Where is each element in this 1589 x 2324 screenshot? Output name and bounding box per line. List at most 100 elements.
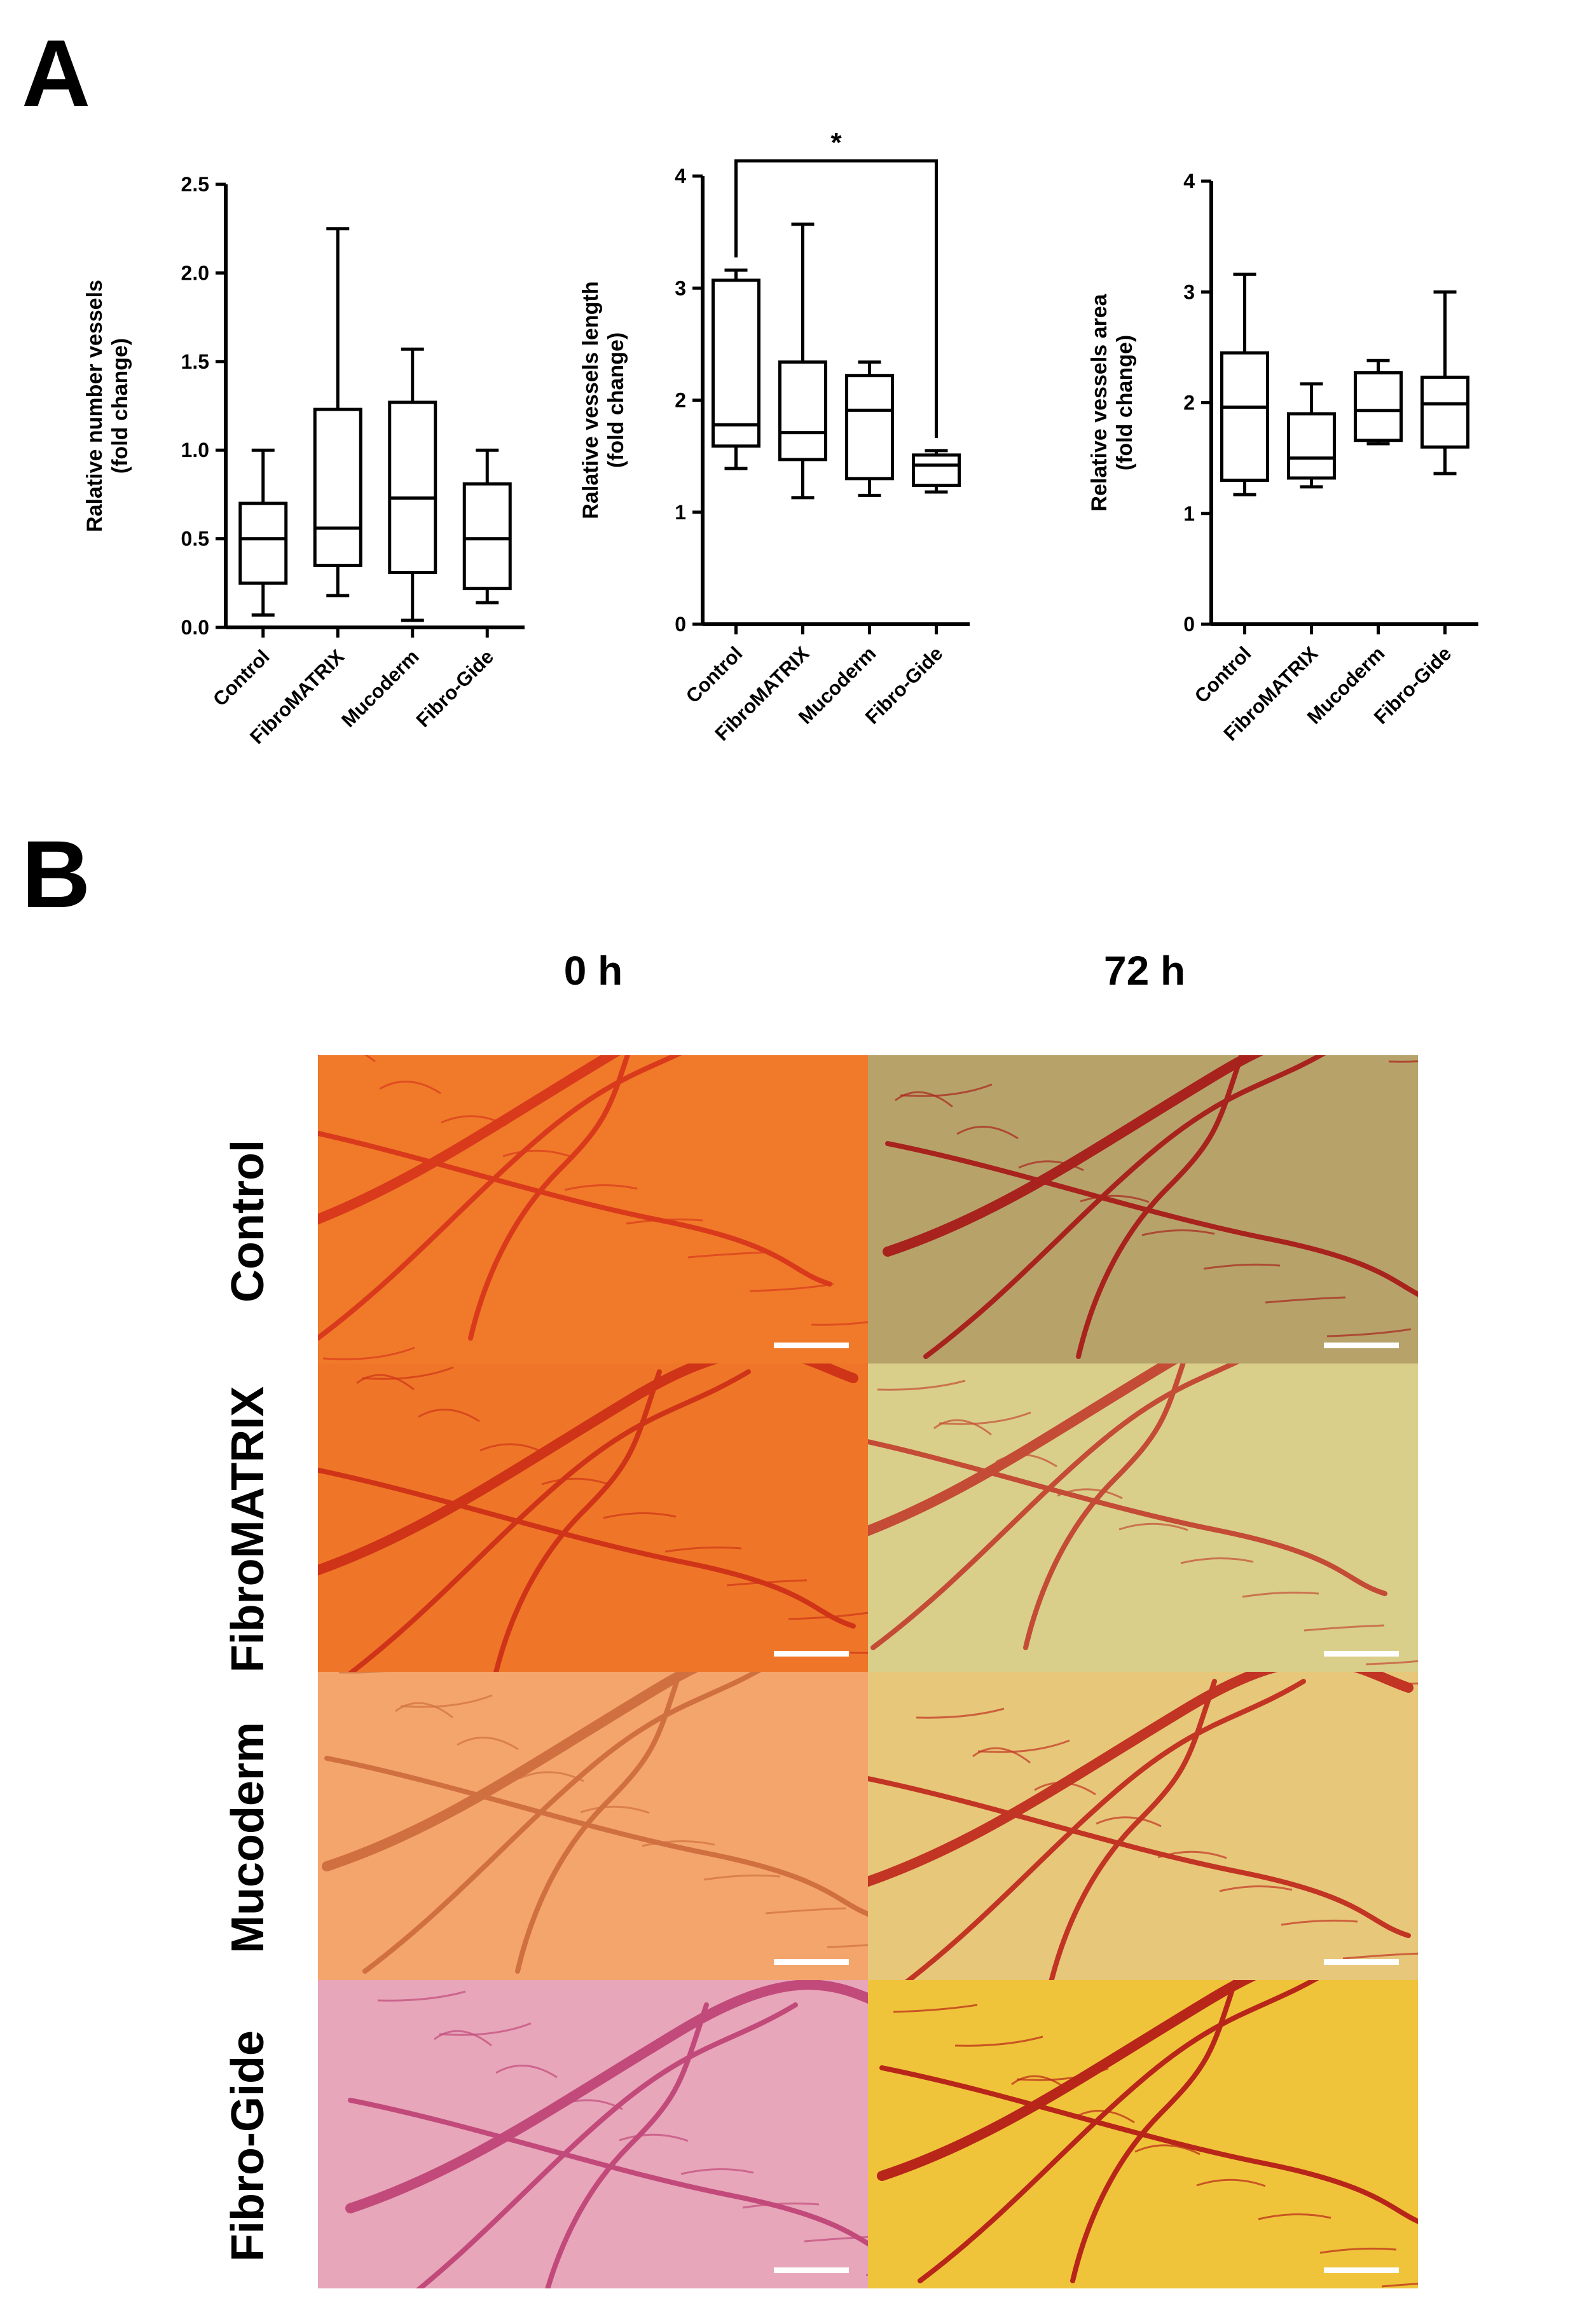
vessel-network — [322, 1672, 868, 1974]
panel-a-label: A — [22, 20, 91, 126]
capillary — [318, 1055, 376, 1063]
y-tick-label: 1 — [1183, 502, 1195, 525]
y-tick-label: 3 — [675, 277, 686, 299]
capillary — [1157, 1850, 1227, 1859]
vessel-network — [883, 1055, 1418, 1359]
vessel — [318, 1130, 832, 1287]
capillary — [1258, 2213, 1331, 2220]
category-label: Control — [209, 645, 274, 711]
vessel — [868, 1672, 1414, 1887]
vessel-network — [318, 1364, 868, 1672]
y-tick-label: 1 — [675, 501, 686, 524]
capillary — [680, 2168, 754, 2175]
box-fibromatrix — [313, 407, 362, 567]
capillary — [541, 1477, 611, 1486]
vessel — [545, 2002, 709, 2288]
y-axis-label-line2: (fold change) — [1113, 335, 1137, 470]
vessel — [879, 2065, 1418, 2224]
y-tick-label: 2 — [675, 389, 686, 412]
y-tick-label: 4 — [675, 165, 686, 188]
vessel — [345, 1980, 868, 2213]
capillary — [687, 1251, 769, 1259]
capillary — [457, 1737, 519, 1751]
column-label-0h: 0 h — [563, 948, 623, 994]
capillary — [619, 2133, 689, 2142]
capillary — [916, 1707, 1005, 1719]
capillary — [726, 1579, 808, 1587]
capillary — [400, 1694, 493, 1708]
capillary — [956, 1126, 1019, 1140]
significance-bracket — [734, 159, 938, 438]
capillary — [495, 2065, 558, 2079]
capillary — [1242, 1591, 1319, 1598]
box-mucoderm — [388, 400, 437, 575]
vessel — [885, 1141, 1418, 1297]
scale-bar — [1324, 1651, 1399, 1657]
vessel — [918, 1980, 1319, 2283]
capillary — [379, 1081, 441, 1095]
y-tick-label: 2.0 — [181, 261, 209, 284]
capillary — [626, 1218, 703, 1225]
y-tick-label: 4 — [1183, 170, 1195, 193]
vessel — [322, 1672, 699, 1871]
capillary — [1018, 1160, 1084, 1172]
y-axis-label-line2: (fold change) — [108, 338, 132, 474]
capillary — [356, 1374, 415, 1391]
capillary — [1011, 2075, 1070, 2092]
vessel — [318, 1364, 858, 1576]
capillary — [1196, 2178, 1266, 2187]
capillary — [1219, 1885, 1293, 1892]
capillary — [749, 1283, 834, 1292]
capillary — [895, 1091, 953, 1108]
vessel — [318, 1467, 856, 1629]
capillary — [1281, 1919, 1358, 1926]
capillary — [664, 1546, 742, 1553]
capillary — [1016, 2067, 1109, 2081]
capillary — [479, 1443, 546, 1454]
box-fibromatrix — [778, 360, 827, 461]
scale-bar — [774, 1343, 849, 1348]
box-fibro-gide — [462, 482, 512, 591]
scale-bar — [774, 1959, 849, 1965]
box-control — [238, 502, 288, 585]
vessel-network — [868, 1364, 1418, 1665]
y-tick-label: 0.5 — [181, 528, 209, 550]
capillary — [939, 1411, 1031, 1425]
scale-bar — [774, 2267, 849, 2273]
capillary — [788, 1611, 868, 1620]
box-control — [712, 278, 760, 448]
capillary — [361, 1366, 454, 1380]
capillary — [1096, 1816, 1162, 1828]
capillary — [1388, 1060, 1418, 1063]
capillary — [742, 2202, 820, 2209]
box-fibro-gide — [1420, 375, 1469, 449]
vessel — [868, 1776, 1411, 1938]
box-mucoderm — [1354, 371, 1403, 442]
vessel — [923, 1055, 1326, 1359]
y-tick-label: 1.5 — [181, 350, 209, 373]
vessel — [318, 1055, 682, 1341]
capillary — [850, 1651, 868, 1654]
vessel — [348, 2098, 868, 2247]
y-tick-label: 0 — [675, 613, 686, 636]
capillary — [1203, 1263, 1281, 1270]
vessel — [1049, 1679, 1217, 1980]
row-label-fibro-gide: Fibro-Gide — [223, 2030, 273, 2262]
vessel — [324, 1756, 868, 1917]
capillary — [1381, 2283, 1418, 2288]
scale-bar — [774, 1651, 849, 1657]
box-fibro-gide — [912, 453, 961, 487]
capillary — [1073, 2110, 1135, 2124]
capillary — [1180, 1557, 1254, 1564]
category-label: Mucoderm — [337, 645, 423, 732]
vessel-network — [318, 1055, 868, 1360]
capillary — [1034, 1782, 1096, 1796]
capillary — [1342, 1952, 1418, 1960]
image-fibro-gide-0h — [318, 1980, 868, 2288]
capillary — [877, 1379, 966, 1391]
vessel — [1070, 1980, 1239, 2283]
vessel — [1023, 1364, 1186, 1650]
vessel — [416, 2002, 798, 2288]
